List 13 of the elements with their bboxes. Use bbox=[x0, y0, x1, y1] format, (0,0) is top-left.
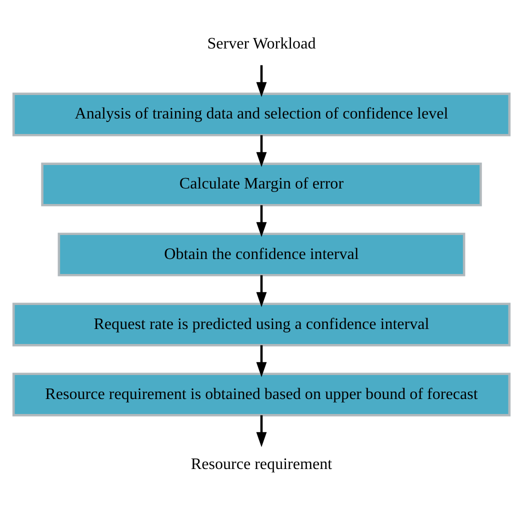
arrow bbox=[256, 134, 266, 167]
node-text: Resource requirement bbox=[190, 455, 332, 472]
node-box: Resource requirement is obtained based on upper bound of forecast bbox=[12, 372, 510, 416]
node-box: Analysis of training data and selection of confidence level bbox=[12, 92, 510, 136]
node-text: Server Workload bbox=[206, 35, 316, 52]
arrow bbox=[256, 344, 266, 377]
node-box: Obtain the confidence interval bbox=[57, 232, 465, 276]
arrow bbox=[256, 204, 266, 237]
arrow bbox=[256, 414, 266, 447]
arrow bbox=[256, 64, 266, 97]
arrow bbox=[256, 274, 266, 307]
node-box: Calculate Margin of error bbox=[40, 162, 482, 206]
node-box: Request rate is predicted using a confidence interval bbox=[12, 302, 510, 346]
